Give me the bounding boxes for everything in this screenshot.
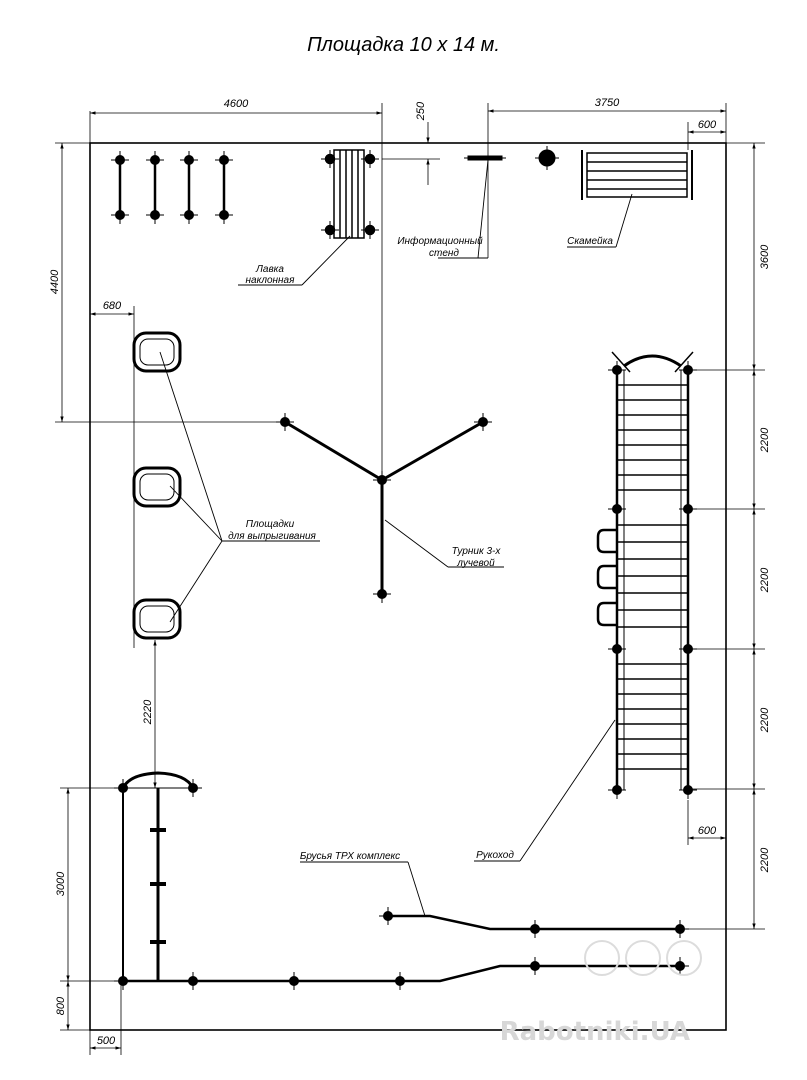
leader-lines	[159, 159, 633, 917]
label-info-stand-1: Информационный	[397, 235, 483, 247]
dim-right-top: 3600	[759, 244, 771, 269]
dim-top-left: 4600	[224, 98, 249, 110]
dim-left-lower: 3000	[55, 871, 67, 896]
dim-right-1: 2200	[759, 427, 771, 453]
dim-right-4: 2200	[759, 847, 771, 873]
label-jump-pads-1: Площадки	[246, 519, 295, 530]
dim-right-3: 2200	[759, 707, 771, 733]
label-parallel-bars: Брусья ТРХ комплекс	[300, 851, 400, 862]
page-title: Площадка 10 х 14 м.	[307, 34, 500, 56]
dim-left-bottom: 800	[55, 996, 67, 1015]
horizontal-bars-set	[110, 150, 234, 225]
label-bench: Скамейка	[567, 236, 613, 247]
dim-top-right-small: 600	[698, 119, 717, 131]
three-ray-pullup-bar	[275, 412, 493, 604]
monkey-bars	[596, 351, 698, 800]
incline-bench	[320, 149, 380, 240]
trash-bin	[535, 146, 559, 170]
jump-pads	[132, 331, 182, 640]
dim-mid-vertical: 2220	[142, 699, 154, 725]
site-boundary	[89, 142, 727, 1031]
watermark-logo	[584, 940, 702, 976]
trx-complex	[113, 771, 690, 991]
dim-top-right: 3750	[595, 97, 620, 109]
label-pullup-bar-2: лучевой	[456, 558, 495, 569]
info-stand	[464, 155, 506, 161]
watermark-text: Rabotniki.UA	[500, 1017, 690, 1047]
label-info-stand-2: стенд	[429, 248, 459, 259]
label-pullup-bar-1: Турник 3-х	[452, 546, 502, 557]
dim-left-upper: 4400	[49, 269, 61, 294]
dim-right-2: 2200	[759, 567, 771, 593]
dim-bottom: 500	[97, 1035, 116, 1047]
dim-top-small: 250	[415, 101, 427, 121]
label-incline-bench-2: наклонная	[246, 275, 296, 286]
bench	[581, 150, 693, 200]
dim-right-small: 600	[698, 825, 717, 837]
label-jump-pads-2: для выпрыгивания	[228, 531, 316, 542]
dimension-lines	[55, 103, 765, 1055]
label-incline-bench-1: Лавка	[255, 264, 284, 275]
label-monkey-bars: Рукоход	[476, 850, 514, 861]
dim-left-inner: 680	[103, 300, 122, 312]
